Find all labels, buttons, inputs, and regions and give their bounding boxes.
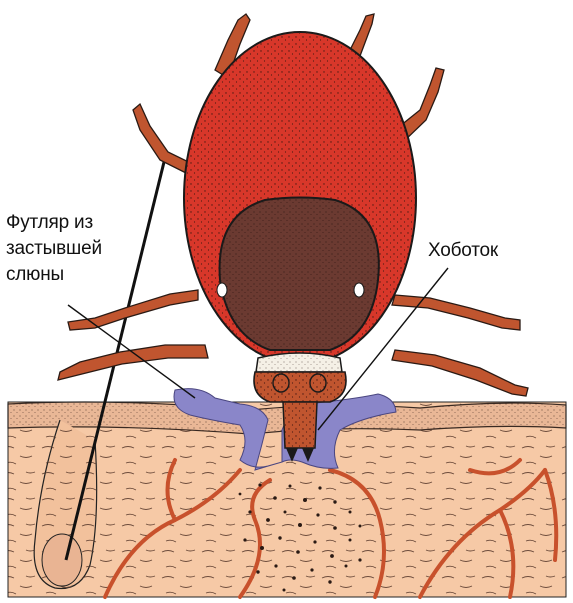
saliva-case-label-line-1: Футляр из — [6, 210, 93, 235]
tick-body — [184, 32, 416, 364]
proboscis-label: Хоботок — [428, 238, 498, 263]
saliva-case-label-line-2: застывшей — [6, 236, 102, 261]
eye-spot-right — [354, 283, 364, 297]
saliva-case-label-line-3: слюны — [6, 262, 64, 287]
eye-spot-left — [217, 283, 227, 297]
